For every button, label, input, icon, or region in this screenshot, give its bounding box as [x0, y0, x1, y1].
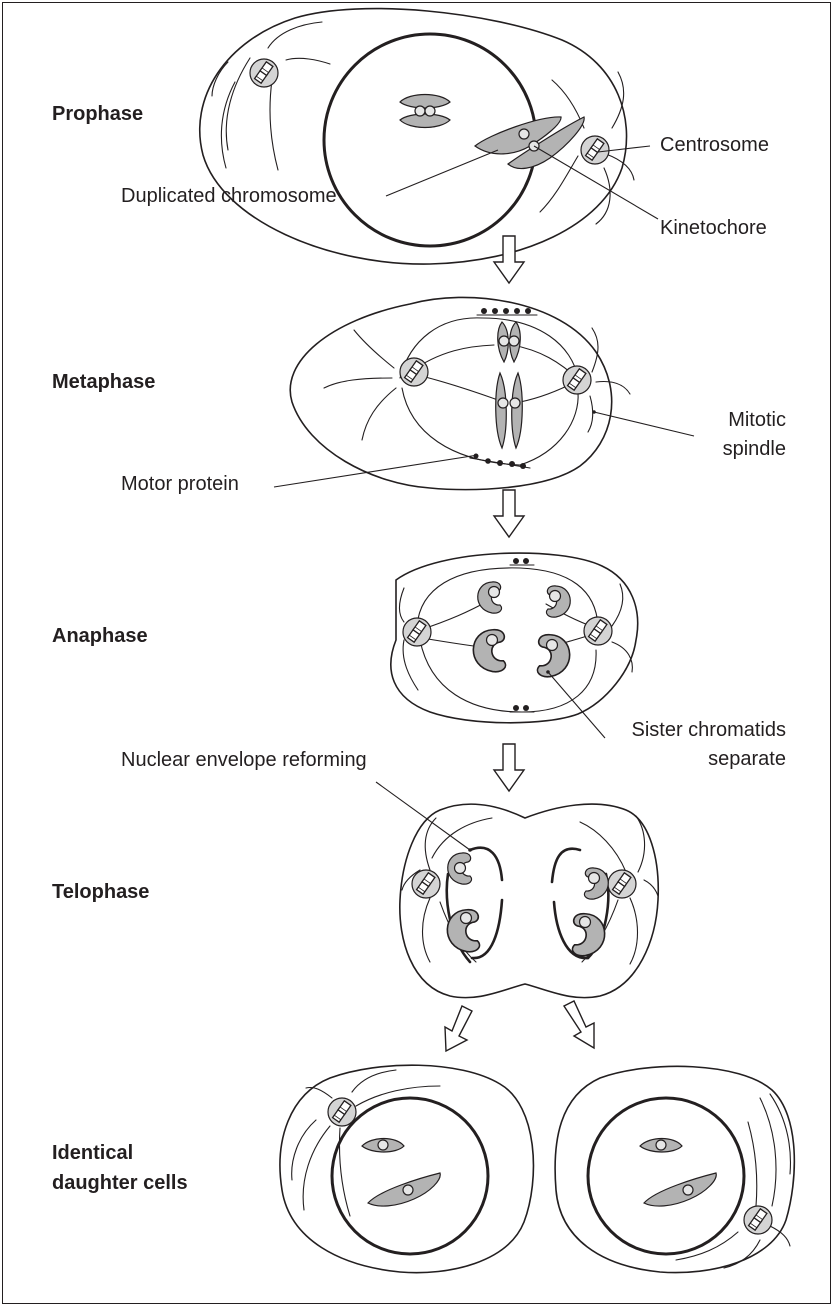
arrow-metaphase-to-anaphase	[494, 490, 524, 537]
arrow-telophase-to-daughter-left	[445, 1006, 472, 1051]
telophase-centrosome-right	[608, 870, 636, 898]
arrow-anaphase-to-telophase	[494, 744, 524, 791]
callout-mitotic-spindle: Mitotic spindle	[723, 406, 786, 464]
stage-label-daughter-cells: Identical daughter cells	[52, 1138, 188, 1198]
telophase-cell	[400, 804, 658, 998]
anaphase-centrosome-left	[403, 618, 431, 646]
daughter-left-centrosome	[328, 1098, 356, 1126]
anaphase-cell	[391, 553, 638, 723]
callout-kinetochore: Kinetochore	[660, 216, 767, 241]
prophase-centrosome-left	[250, 59, 278, 87]
stage-label-anaphase: Anaphase	[52, 623, 148, 649]
stage-label-prophase: Prophase	[52, 101, 143, 127]
telophase-centrosome-left	[412, 870, 440, 898]
anaphase-centrosome-right	[584, 617, 612, 645]
callout-motor-protein: Motor protein	[121, 472, 239, 497]
metaphase-cell	[290, 297, 630, 489]
prophase-cell	[200, 9, 634, 264]
daughter-cell-right	[555, 1066, 794, 1272]
callout-sister-chromatids: Sister chromatids separate	[632, 716, 787, 774]
arrow-telophase-to-daughter-right	[564, 1001, 594, 1048]
callout-centrosome: Centrosome	[660, 133, 769, 158]
callout-nuclear-envelope: Nuclear envelope reforming	[121, 748, 367, 773]
metaphase-centrosome-left	[400, 358, 428, 386]
daughter-cell-left	[280, 1065, 533, 1272]
stage-label-metaphase: Metaphase	[52, 369, 155, 395]
daughter-right-centrosome	[744, 1206, 772, 1234]
metaphase-centrosome-right	[563, 366, 591, 394]
stage-label-telophase: Telophase	[52, 879, 149, 905]
prophase-centrosome-right	[581, 136, 609, 164]
callout-duplicated-chromosome: Duplicated chromosome	[121, 184, 337, 209]
